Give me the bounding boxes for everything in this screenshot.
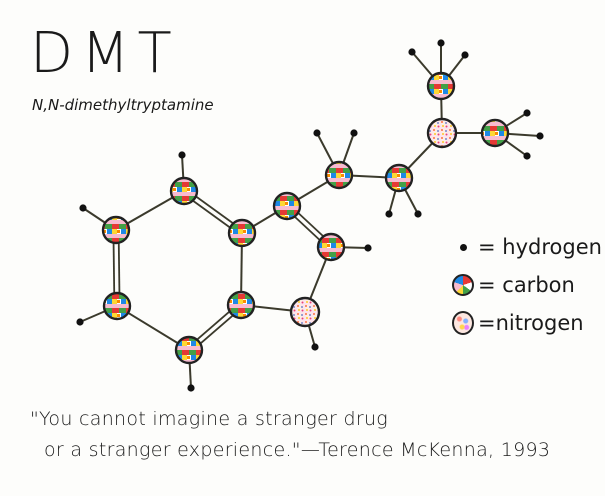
legend-label: = carbon [478, 273, 575, 297]
carbon-atom [426, 71, 456, 101]
carbon-ball-icon [452, 274, 474, 296]
carbon-atom [169, 176, 199, 206]
hydrogen-atom [408, 48, 416, 56]
carbon-atom [316, 232, 346, 262]
carbon-atom [102, 291, 132, 321]
hydrogen-atom [76, 318, 84, 326]
page-title: DMT [30, 21, 180, 86]
carbon-atom [272, 191, 302, 221]
carbon-atom [480, 118, 510, 148]
legend-item-carbon: = carbon [452, 266, 602, 304]
carbon-atom [174, 335, 204, 365]
hydrogen-atom [187, 384, 195, 392]
nitrogen-atom [289, 296, 321, 328]
hydrogen-dot-icon [459, 243, 467, 251]
carbon-atom [101, 215, 131, 245]
hydrogen-atom [364, 244, 372, 252]
hydrogen-atom [523, 152, 531, 160]
hydrogen-atom [350, 129, 358, 137]
hydrogen-atom [437, 39, 445, 47]
nitrogen-atom [426, 117, 458, 149]
carbon-atom [227, 218, 257, 248]
hydrogen-atoms-layer [76, 39, 544, 392]
carbon-atom [384, 163, 414, 193]
legend-item-hydrogen: = hydrogen [452, 228, 602, 266]
hydrogen-atom [385, 210, 393, 218]
legend: = hydrogen = carbon =nitrogen [452, 228, 602, 342]
hydrogen-atom [79, 204, 87, 212]
legend-item-nitrogen: =nitrogen [452, 304, 602, 342]
legend-label: = hydrogen [478, 235, 602, 259]
legend-label: =nitrogen [478, 311, 584, 335]
subtitle-chemical-name: N,N-dimethyltryptamine [32, 96, 214, 114]
quote-line-2: or a stranger experience."—Terence McKen… [44, 439, 551, 461]
carbon-atom [226, 290, 256, 320]
nitrogen-ball-icon [452, 311, 474, 335]
hydrogen-atom [313, 129, 321, 137]
hydrogen-atom [461, 51, 469, 59]
hydrogen-atom [523, 109, 531, 117]
hydrogen-atom [311, 343, 319, 351]
heavy-atoms-layer [101, 71, 510, 365]
hydrogen-atom [536, 132, 544, 140]
carbon-atom [324, 160, 354, 190]
quote-line-1: "You cannot imagine a stranger drug [30, 408, 388, 430]
hydrogen-atom [178, 151, 186, 159]
quote: "You cannot imagine a stranger drug or a… [30, 404, 550, 466]
hydrogen-atom [414, 210, 422, 218]
